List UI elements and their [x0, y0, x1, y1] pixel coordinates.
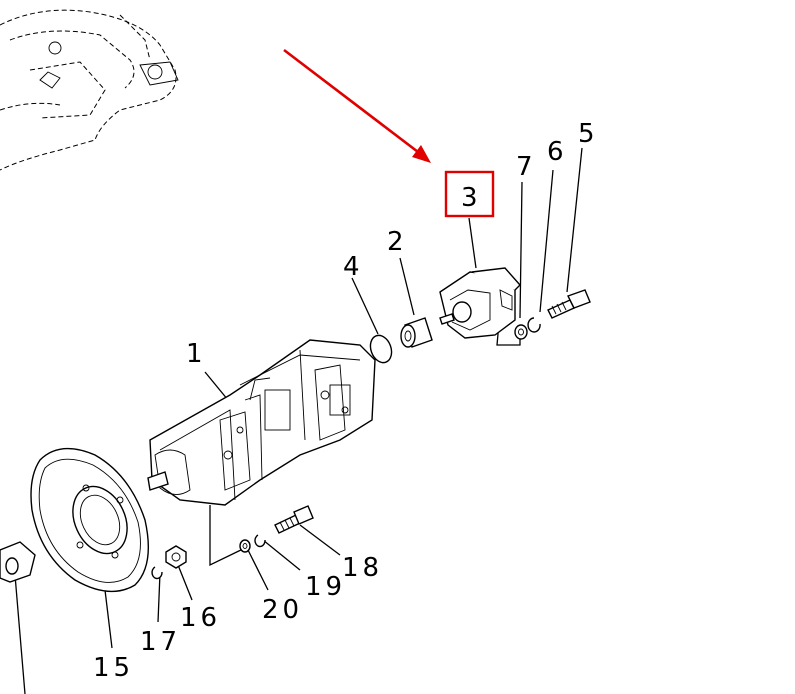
- callout-15: 15: [93, 653, 134, 683]
- red-pointer-arrow: [283, 48, 431, 163]
- nut-part-16: [165, 545, 187, 569]
- callout-6: 6: [547, 137, 564, 167]
- callout-4: 4: [343, 252, 360, 282]
- engine-outline-sketch: [0, 9, 179, 171]
- callout-19: 19: [305, 572, 346, 602]
- callout-1: 1: [186, 339, 203, 369]
- callout-18: 18: [342, 553, 383, 583]
- flywheel-plate-part-15: [30, 447, 150, 593]
- washer-part-7: [514, 324, 528, 340]
- callout-20: 20: [262, 595, 303, 625]
- spring-washer-part-17: [151, 566, 163, 580]
- tandem-pump-part-1: [147, 339, 376, 506]
- gear-pump-part-3: [439, 267, 521, 339]
- bolt-part-18: [274, 505, 314, 534]
- washer-part-20: [239, 539, 251, 553]
- callout-2: 2: [387, 227, 404, 257]
- callout-7: 7: [516, 152, 533, 182]
- leader-lines: [14, 147, 583, 694]
- callout-3: 3: [461, 183, 478, 213]
- coupling-sleeve-part-2: [400, 317, 433, 348]
- o-ring-part-4: [369, 334, 393, 364]
- coupling-hub-cutoff: [0, 541, 36, 583]
- spring-washer-part-19: [254, 534, 266, 548]
- spring-washer-part-6: [527, 317, 541, 333]
- callout-16: 16: [180, 603, 221, 633]
- highlight-box-part-3: [444, 170, 495, 218]
- washer-part-7-hole: [518, 328, 524, 336]
- washer-part-20-hole: [242, 543, 248, 549]
- bolt-part-5: [547, 289, 591, 319]
- callout-5: 5: [578, 119, 595, 149]
- callout-17: 17: [140, 627, 181, 657]
